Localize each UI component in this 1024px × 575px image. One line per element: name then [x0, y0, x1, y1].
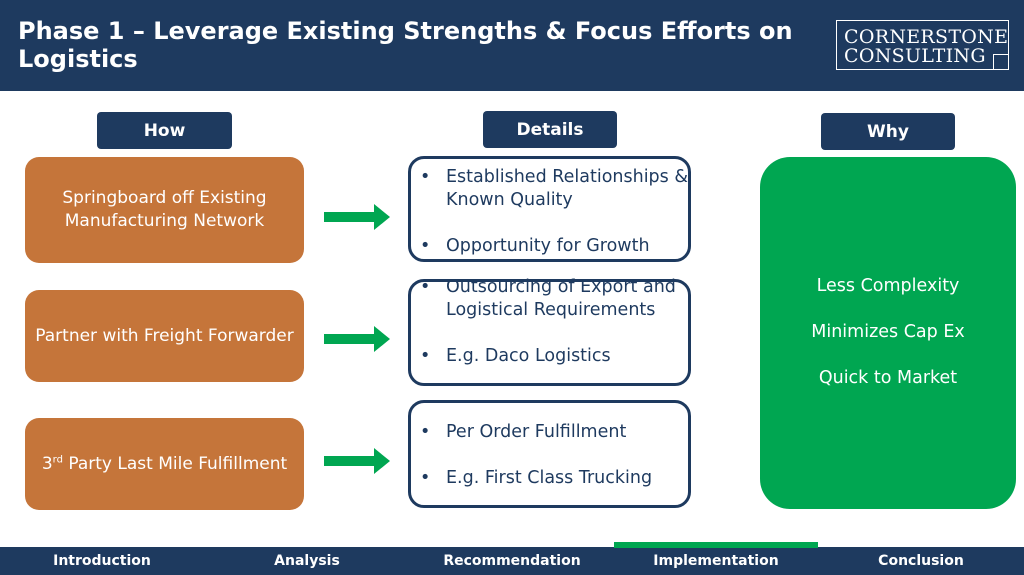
logo-line-1: CORNERSTONE	[844, 26, 1009, 48]
slide-header	[0, 0, 1024, 91]
logo-corner-mark	[993, 54, 1009, 70]
details-item: Established Relationships & Known Qualit…	[410, 166, 690, 212]
details-item: E.g. First Class Trucking	[410, 467, 690, 490]
right-arrow-icon	[324, 326, 390, 352]
how-box-1: Springboard off Existing Manufacturing N…	[25, 157, 304, 263]
why-item: Minimizes Cap Ex	[811, 322, 965, 342]
why-header: Why	[821, 113, 955, 150]
how-header: How	[97, 112, 232, 149]
details-item: Outsourcing of Export and Logistical Req…	[410, 276, 690, 322]
nav-recommendation[interactable]: Recommendation	[443, 553, 581, 569]
right-arrow-icon	[324, 448, 390, 474]
how-box-3: 3rd Party Last Mile Fulfillment	[25, 418, 304, 510]
details-item: Per Order Fulfillment	[410, 421, 690, 444]
details-box-3	[408, 400, 691, 508]
nav-analysis[interactable]: Analysis	[274, 553, 340, 569]
active-section-indicator	[614, 542, 818, 548]
logo-line-2: CONSULTING	[844, 45, 986, 67]
details-header: Details	[483, 111, 617, 148]
nav-conclusion[interactable]: Conclusion	[878, 553, 964, 569]
details-list-3: Per Order Fulfillment E.g. First Class T…	[410, 421, 690, 513]
why-item: Quick to Market	[818, 368, 958, 388]
slide-title: Phase 1 – Leverage Existing Strengths & …	[18, 17, 793, 73]
details-list-1: Established Relationships & Known Qualit…	[410, 166, 690, 281]
how-box-2: Partner with Freight Forwarder	[25, 290, 304, 382]
details-list-2: Outsourcing of Export and Logistical Req…	[410, 276, 690, 391]
footer-nav-bar	[0, 547, 1024, 575]
nav-introduction[interactable]: Introduction	[53, 553, 151, 569]
nav-implementation[interactable]: Implementation	[653, 553, 779, 569]
details-item: E.g. Daco Logistics	[410, 345, 690, 368]
why-item: Less Complexity	[816, 276, 960, 296]
how-box-3-text: 3rd Party Last Mile Fulfillment	[41, 453, 288, 474]
why-box: Less Complexity Minimizes Cap Ex Quick t…	[760, 157, 1016, 509]
details-item: Opportunity for Growth	[410, 235, 690, 258]
company-logo: CORNERSTONE CONSULTING	[836, 20, 1009, 70]
right-arrow-icon	[324, 204, 390, 230]
